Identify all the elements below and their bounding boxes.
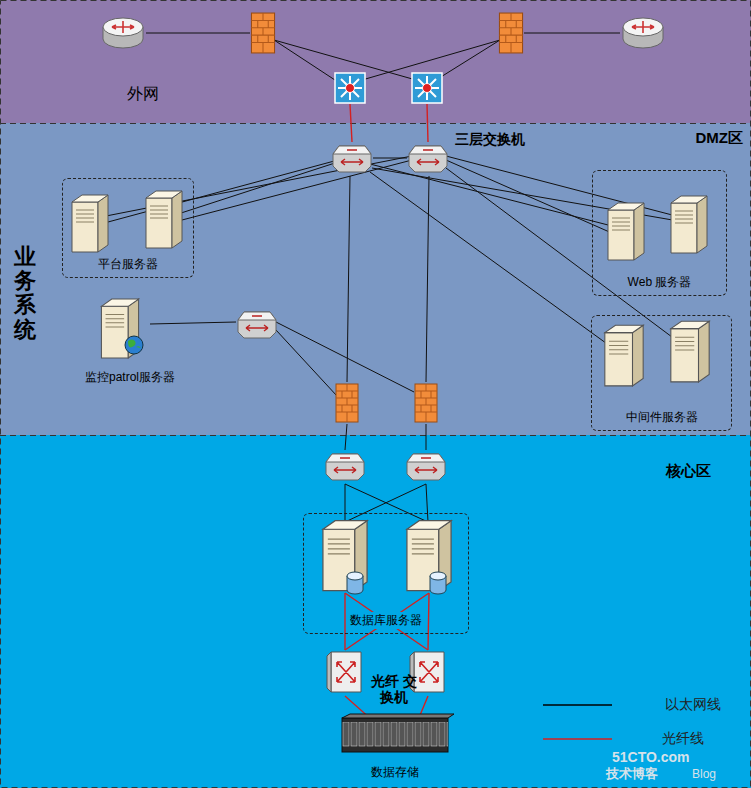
firewall-icon (415, 384, 437, 422)
text-holder: 外网 (127, 84, 159, 105)
switch-icon (407, 454, 445, 480)
server-box: 监控patrol服务器 (55, 295, 205, 390)
firewall-icon (251, 13, 274, 53)
label-holder: Blog (692, 768, 716, 782)
router-icon (103, 18, 143, 48)
ethernet-wires (106, 33, 684, 522)
server-icon (605, 325, 643, 386)
legend-text: 以太网线 (665, 696, 721, 714)
band-fill (0, 0, 751, 123)
firewall-icon (336, 384, 358, 422)
band-fill (0, 435, 751, 788)
group-label: 数据存储 (368, 764, 422, 781)
band-border (0, 124, 751, 436)
zone-band: 数据库服务器数据存储 核心区 (0, 435, 751, 788)
text-holder: 数据库服务器 (304, 610, 468, 629)
legend-sample (543, 704, 612, 706)
switch-icon (335, 73, 365, 103)
zone-title: DMZ区 (696, 129, 744, 148)
zone-title: 核心区 (666, 462, 711, 481)
text-holder: 业务系统 (14, 245, 36, 342)
storage-icon (342, 714, 454, 752)
server-group: 平台服务器 (62, 178, 194, 278)
text-holder: 核心区 (666, 462, 711, 481)
group-label: 数据库服务器 (347, 612, 425, 629)
watermark: 51CTO.com (612, 749, 690, 765)
label-holder: 三层交换机 (455, 131, 525, 147)
zone-band: 平台服务器监控patrol服务器 Web 服务器中间件服务器 DMZ区业务系统 (0, 123, 751, 435)
server-icon (671, 321, 709, 382)
band-fill (0, 123, 751, 435)
group-label: 平台服务器 (95, 256, 161, 273)
server-group: Web 服务器 (592, 170, 727, 296)
zone-band: 外网 (0, 0, 751, 123)
text-holder: 中间件服务器 (592, 407, 731, 426)
zone-title: 业务系统 (14, 245, 36, 342)
switch-icon (238, 312, 276, 338)
router-icon (623, 18, 663, 48)
text-holder: DMZ区 (696, 129, 744, 148)
server-group: 中间件服务器 (591, 315, 732, 431)
group-label: Web 服务器 (625, 274, 695, 291)
globe-icon (125, 336, 143, 354)
legend-text: 光纤线 (662, 730, 704, 748)
text-holder: Web 服务器 (593, 272, 726, 291)
fiber-switch-icon (327, 652, 361, 692)
label-holder: 51CTO.com (612, 749, 690, 765)
fiber-switch-icon (410, 652, 444, 692)
group-label: 监控patrol服务器 (82, 369, 178, 386)
legend-holder: 以太网线 (665, 696, 721, 714)
server-icon (608, 203, 644, 260)
server-icon (146, 191, 182, 248)
switch-icon (326, 454, 364, 480)
storage-box: 数据存储 (330, 715, 460, 785)
database-icon (430, 572, 446, 594)
server-icon (671, 196, 707, 253)
legend-sample (543, 738, 612, 740)
device-label: 光纤 交换机 (368, 673, 420, 705)
watermark: 技术博客 (606, 767, 658, 782)
group-label: 中间件服务器 (623, 409, 701, 426)
label-holder: 光纤 交换机 (368, 673, 420, 705)
server-icon (72, 195, 108, 252)
device-label: 三层交换机 (455, 131, 525, 147)
text-holder: 平台服务器 (63, 254, 193, 273)
zone-title: 外网 (127, 84, 159, 105)
text-holder: 数据存储 (330, 762, 460, 781)
switch-icon (412, 73, 442, 103)
database-icon (347, 572, 363, 594)
server-group: 数据库服务器 (303, 513, 469, 634)
label-holder: 技术博客 (606, 767, 658, 782)
firewall-icon (499, 13, 522, 53)
text-holder: 监控patrol服务器 (55, 367, 205, 386)
l3-switch-icon (409, 146, 447, 172)
l3-switch-icon (333, 146, 371, 172)
legend-holder: 光纤线 (662, 730, 704, 748)
watermark: Blog (692, 768, 716, 782)
